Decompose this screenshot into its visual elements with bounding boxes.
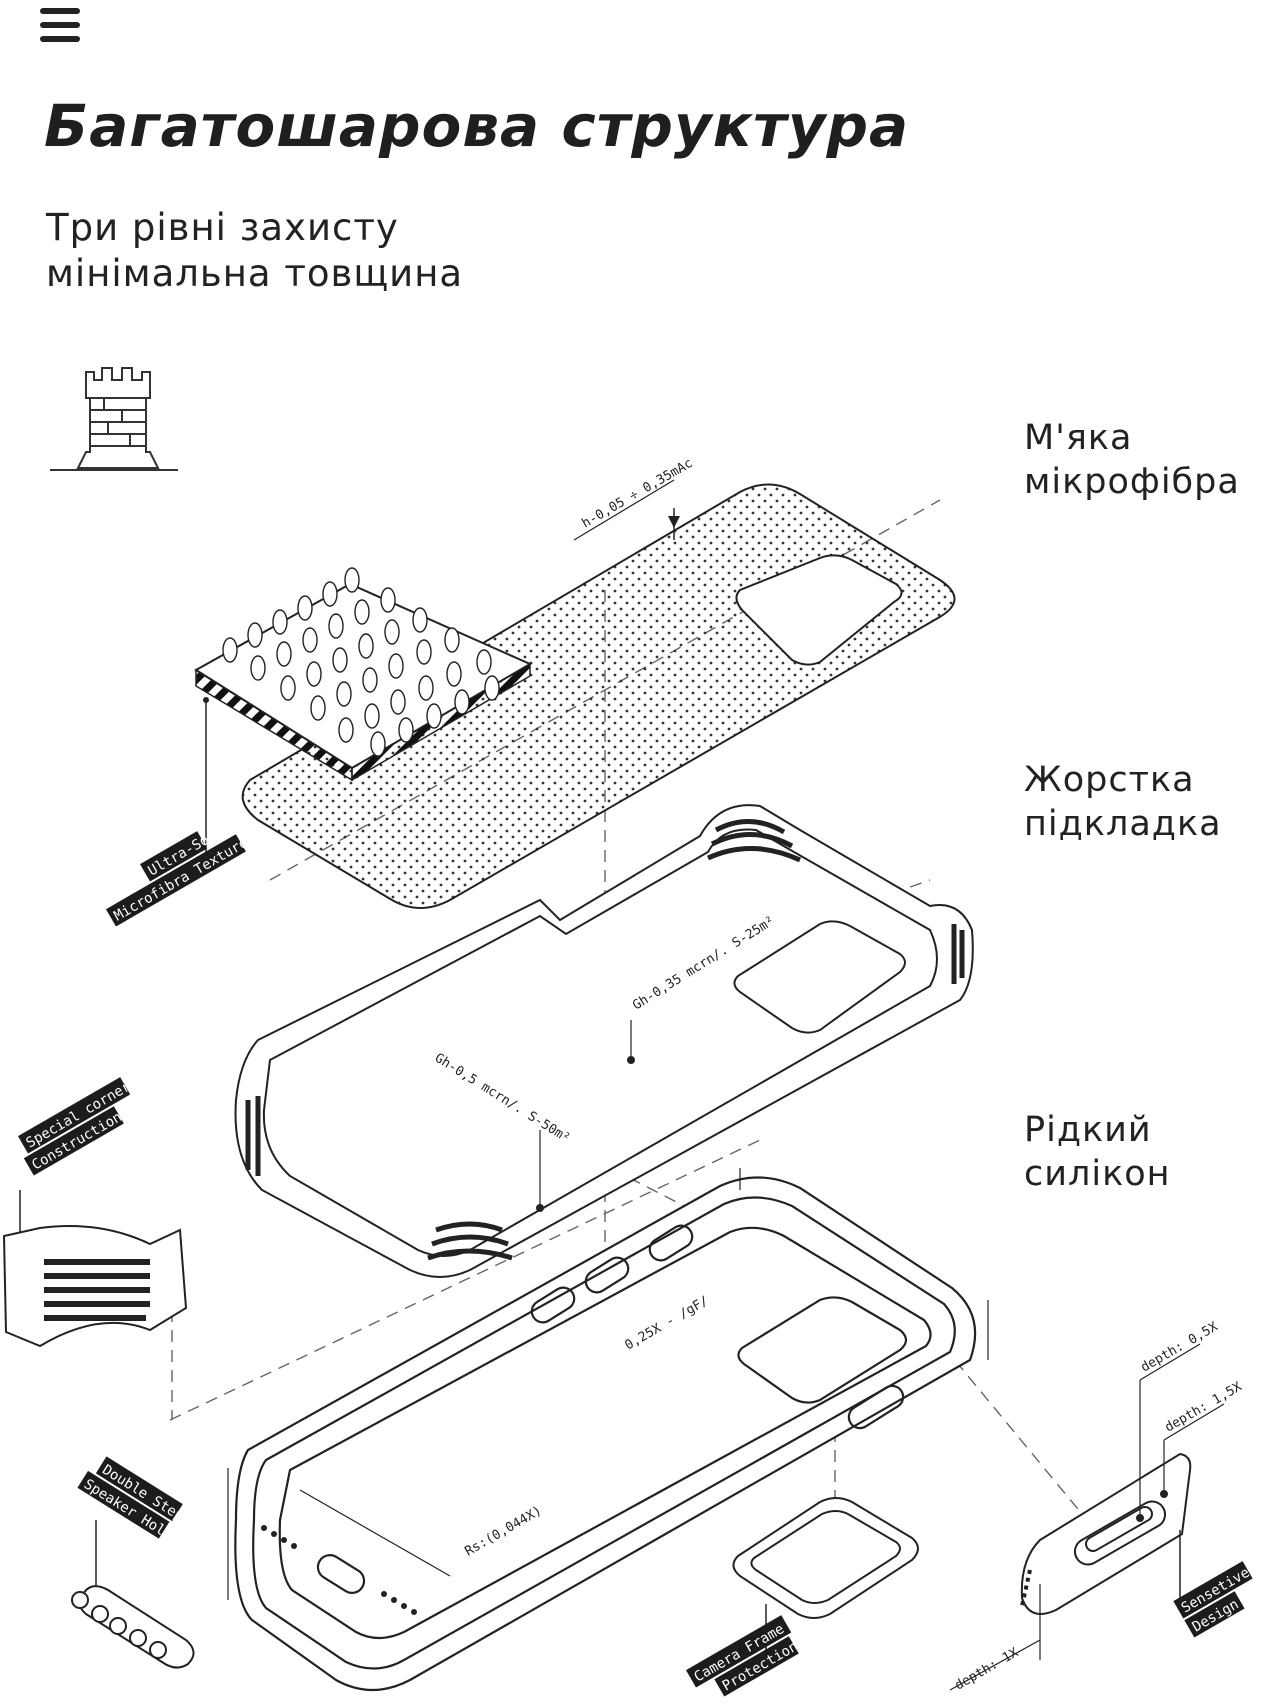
depth-1-annotation: depth: 1X: [953, 1645, 1022, 1693]
subtitle-line-1: Три рівні захисту: [46, 206, 399, 249]
callout-corner: Special corner Construction: [18, 1077, 134, 1176]
camera-frame-detail: [732, 1497, 919, 1619]
callout-microfibra: Ultra-Soft Microfibra Texture: [105, 823, 251, 927]
castle-tower-icon: [50, 367, 178, 471]
layer-label-hard-plate: Жорстка підкладка: [1024, 758, 1222, 846]
depth-05-annotation: depth: 0,5X: [1139, 1319, 1221, 1375]
layer-label-hard-plate-line2: підкладка: [1024, 804, 1222, 844]
layer-label-silicone-line1: Рідкий: [1024, 1110, 1152, 1150]
speaker-holes: [261, 1525, 417, 1615]
layer-label-microfibra: М'яка мікрофібра: [1024, 416, 1240, 504]
page-title: Багатошарова структура: [44, 92, 910, 160]
corner-detail: [2, 1225, 188, 1348]
depth-15-annotation: depth: 1,5X: [1163, 1379, 1245, 1435]
layer-label-microfibra-line2: мікрофібра: [1024, 462, 1240, 502]
charge-port: [316, 1554, 366, 1594]
silent-switch: [648, 1224, 694, 1262]
microfibra-fibres: [222, 567, 500, 757]
callout-camera: Camera Frame Protection: [686, 1615, 801, 1697]
thickness-annotation: h-0,05 ÷ 0,35mAc: [580, 456, 696, 532]
volume-button-2: [584, 1256, 630, 1294]
callout-speaker: Double Step Speaker Hole: [77, 1456, 186, 1544]
microfibra-layer: h-0,05 ÷ 0,35mAc: [194, 456, 956, 909]
power-button: [847, 1384, 905, 1430]
frame-dimension-lines: [227, 1168, 989, 1600]
hard-plate-layer: [234, 804, 974, 1278]
plate-camera-cutout: [733, 920, 906, 1034]
page-subtitle: Три рівні захисту мінімальна товщина: [46, 205, 463, 297]
layer-label-microfibra-line1: М'яка: [1024, 418, 1133, 458]
button-detail: [1020, 1452, 1192, 1615]
plate-ribs: [245, 819, 965, 1261]
volume-button-1: [530, 1286, 576, 1324]
layer-label-silicone: Рідкий силікон: [1024, 1108, 1171, 1196]
layer-label-hard-plate-line1: Жорстка: [1024, 760, 1195, 800]
callout-button: Sensetive Button Design: [1173, 1535, 1272, 1638]
speaker-detail: [71, 1585, 195, 1669]
subtitle-line-2: мінімальна товщина: [46, 252, 464, 295]
silicone-frame-layer: [227, 1168, 989, 1691]
frame-camera-cutout: [737, 1296, 908, 1404]
layer-label-silicone-line2: силікон: [1024, 1154, 1171, 1194]
hamburger-menu-icon[interactable]: [40, 4, 84, 46]
camera-cutout: [735, 554, 903, 666]
